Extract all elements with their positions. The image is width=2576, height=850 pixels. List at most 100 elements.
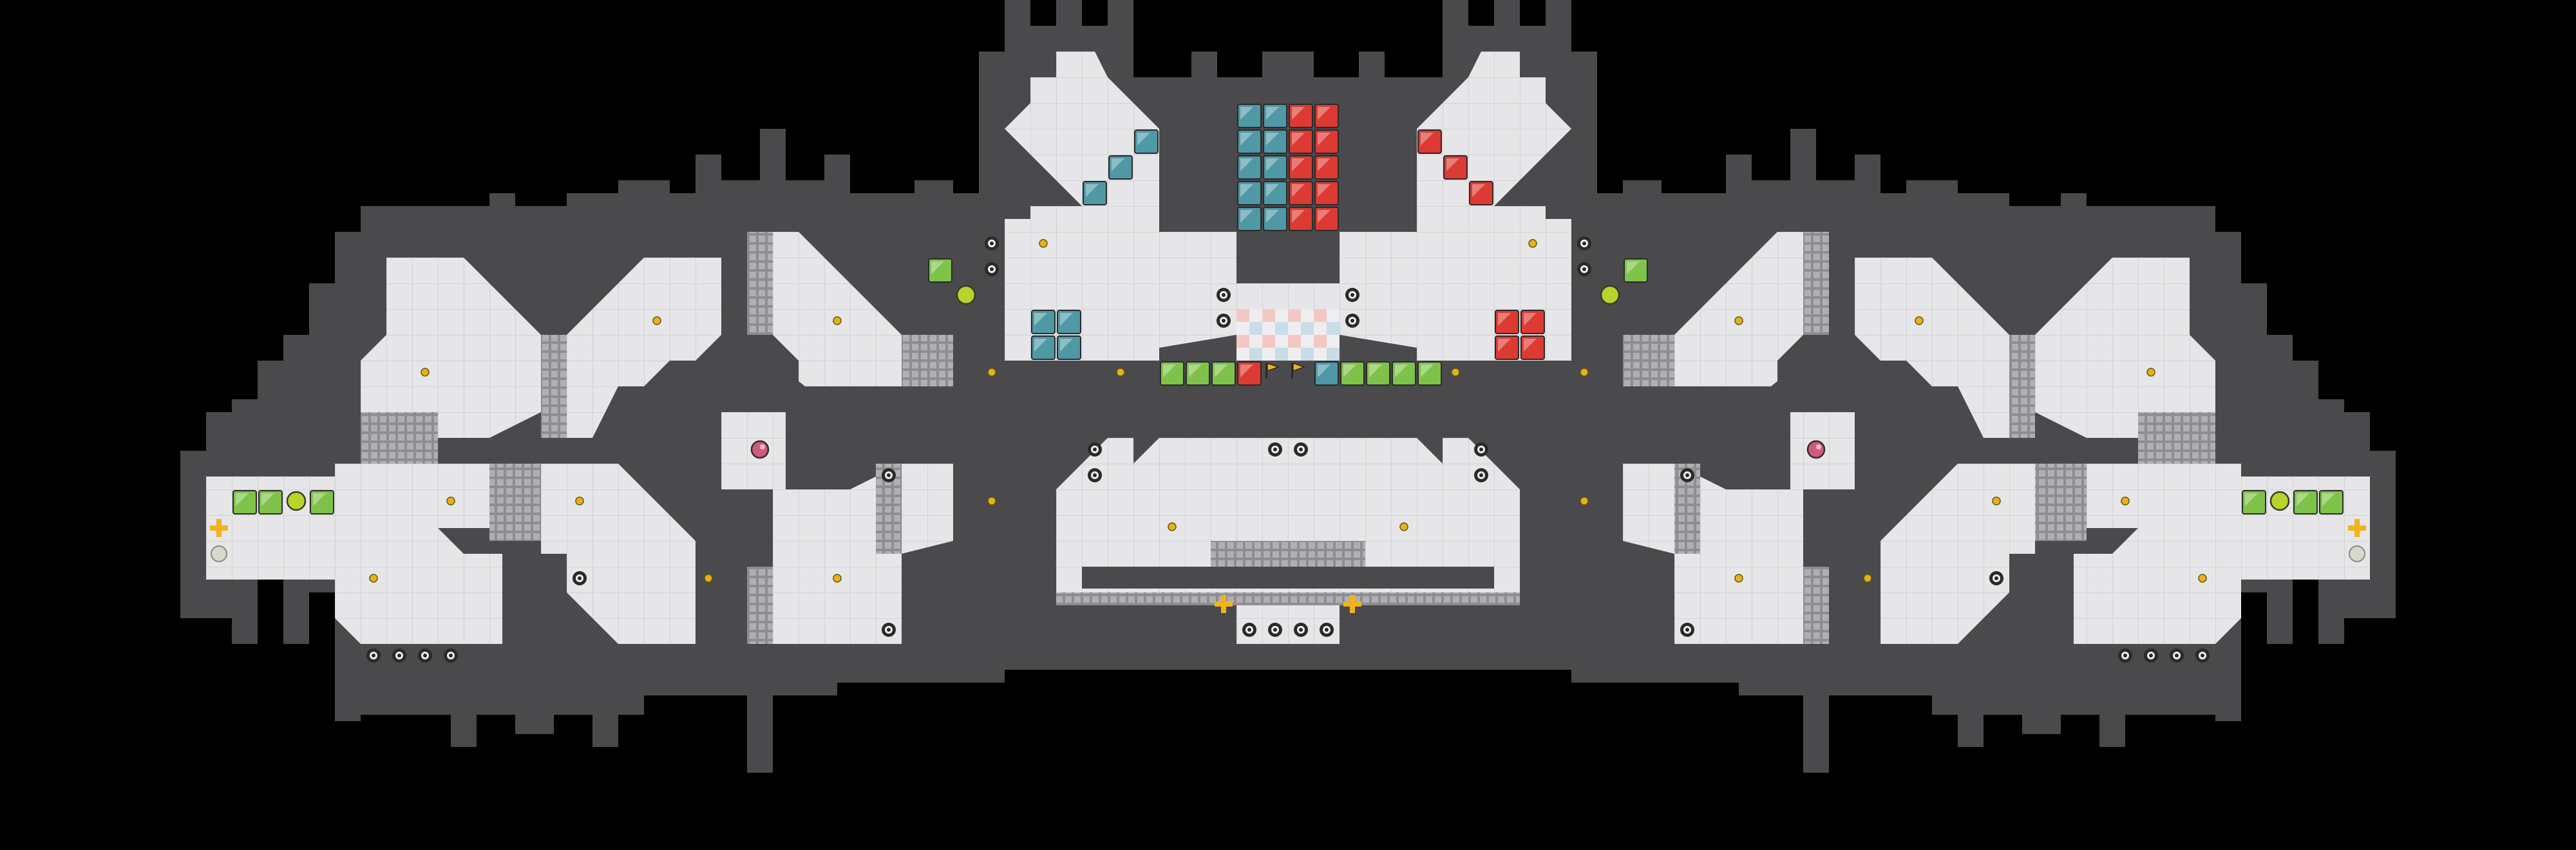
spiked-mine-icon	[2118, 648, 2132, 663]
green-crate-icon	[2242, 490, 2266, 515]
wall-right-lower	[1932, 683, 2215, 747]
red-crate-icon	[1314, 129, 1339, 154]
grate-right-outer	[2138, 412, 2215, 464]
teal-crate-icon	[1031, 310, 1056, 334]
spiked-mine-icon	[1217, 288, 1231, 302]
wall-center-ledge-right	[1340, 335, 1417, 361]
spiked-mine-icon	[418, 648, 432, 663]
pellet-icon	[2198, 574, 2207, 583]
red-crate-icon	[1289, 207, 1313, 231]
spiked-mine-icon	[985, 262, 999, 276]
spiked-mine-icon	[1242, 623, 1256, 637]
red-crate-icon	[1495, 310, 1519, 334]
inner-walls	[412, 335, 2164, 589]
teal-crate-icon	[1263, 207, 1287, 231]
spiked-mine-icon	[444, 648, 458, 663]
wall-center-bar	[1082, 567, 1494, 589]
green-crate-icon	[1417, 361, 1442, 386]
spiked-mine-icon	[2195, 648, 2210, 663]
teal-crate-icon	[1057, 335, 1081, 360]
teal-crate-icon	[1083, 181, 1107, 205]
green-crate-icon	[1366, 361, 1390, 386]
wall-right-channel	[1417, 386, 1777, 438]
spiked-mine-icon	[2144, 648, 2158, 663]
green-robot-icon[interactable]	[2269, 491, 2290, 511]
pellet-icon	[987, 368, 996, 377]
teal-crate-icon	[1263, 155, 1287, 180]
wall-right-wing	[1571, 129, 2396, 773]
red-crate-icon	[1443, 155, 1468, 180]
grate-left-lower	[489, 464, 541, 541]
red-crate-icon	[1314, 155, 1339, 180]
green-crate-icon	[310, 490, 334, 515]
teal-crate-icon	[1237, 104, 1262, 128]
pellet-icon	[1863, 574, 1872, 583]
teal-crate-icon	[1263, 181, 1287, 205]
red-crate-icon	[1289, 155, 1313, 180]
pellet-icon	[446, 496, 455, 505]
spiked-mine-icon	[366, 648, 381, 663]
wall-left-lower	[361, 683, 644, 747]
green-robot-icon[interactable]	[956, 285, 976, 305]
spiked-mine-icon	[1345, 314, 1359, 328]
wall-center-ledge-left	[1159, 335, 1236, 361]
goal-area	[1236, 309, 1340, 361]
grate-right-column	[1803, 232, 1829, 335]
spiked-mine-icon	[1474, 442, 1488, 457]
grey-pad-icon	[211, 545, 227, 562]
spiked-mine-icon	[985, 236, 999, 250]
spiked-mine-icon	[1294, 623, 1308, 637]
yellow-flag-icon	[1265, 362, 1280, 379]
teal-crate-icon	[1263, 129, 1287, 154]
grate-left-outer	[361, 412, 438, 464]
red-crate-icon	[1520, 310, 1545, 334]
teal-crate-icon	[1134, 129, 1159, 154]
teal-crate-icon	[1314, 361, 1339, 386]
pellet-icon	[1528, 239, 1537, 248]
spiked-mine-icon	[1268, 623, 1282, 637]
pellet-icon	[369, 574, 378, 583]
spawn-cross-icon	[2348, 519, 2366, 537]
entity-layer	[210, 104, 2366, 663]
teal-crate-icon	[1237, 207, 1262, 231]
spiked-mine-icon	[1268, 442, 1282, 457]
floor-center-lower-room	[1056, 438, 1520, 605]
teal-crate-icon	[1237, 181, 1262, 205]
spawn-cross-icon	[1215, 595, 1233, 613]
pellet-icon	[1168, 522, 1177, 531]
spiked-mine-icon	[1474, 468, 1488, 482]
teal-crate-icon	[1237, 155, 1262, 180]
spiked-mine-icon	[392, 648, 406, 663]
yellow-flag-icon	[1291, 362, 1306, 379]
grate-left-lower-col	[747, 567, 773, 644]
teal-crate-icon	[1057, 310, 1081, 334]
red-crate-icon	[1314, 181, 1339, 205]
spiked-mine-icon	[1320, 623, 1334, 637]
pellet-icon	[1451, 368, 1460, 377]
green-crate-icon	[1211, 361, 1236, 386]
red-crate-icon	[1314, 104, 1339, 128]
spiked-mine-icon	[882, 468, 896, 482]
grey-pad-icon	[2349, 545, 2365, 562]
green-robot-icon[interactable]	[1600, 285, 1620, 305]
red-crate-icon	[1314, 207, 1339, 231]
pellet-icon	[421, 368, 430, 377]
teal-crate-icon	[1263, 104, 1287, 128]
wall-left-channel	[799, 386, 1159, 438]
grate-right-lower	[2035, 464, 2087, 541]
floor-right-lower-mid	[1880, 464, 2035, 644]
red-crate-icon	[1469, 181, 1493, 205]
green-robot-icon[interactable]	[286, 491, 307, 511]
spiked-mine-icon	[573, 571, 587, 585]
pellet-icon	[1116, 368, 1125, 377]
pellet-icon	[1915, 316, 1924, 325]
pink-orb-icon	[1806, 440, 1826, 459]
pellet-icon	[1992, 496, 2001, 505]
wall-right-teeth	[2267, 451, 2370, 644]
floor-left-lower-mid	[541, 464, 696, 644]
spiked-mine-icon	[1294, 442, 1308, 457]
green-crate-icon	[232, 490, 257, 515]
pellet-icon	[704, 574, 713, 583]
